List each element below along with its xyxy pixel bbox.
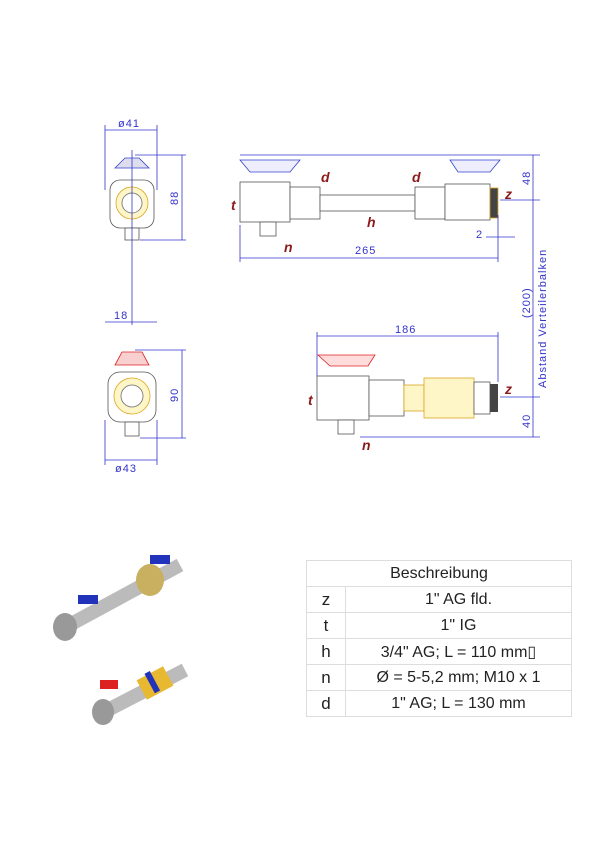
side-view-bottom: 90 ø43 xyxy=(104,349,186,475)
table-header: Beschreibung xyxy=(306,560,572,587)
dim-spacing-200: (200) xyxy=(521,287,533,318)
dim-length-265: 265 xyxy=(355,245,376,257)
label-d: d xyxy=(321,169,330,185)
row-value: 1" AG; L = 130 mm xyxy=(345,690,572,717)
row-key: h xyxy=(306,638,346,665)
top-assembly-view: 265 48 2 t d d h n z xyxy=(231,154,540,437)
row-value: 1" AG fld. xyxy=(345,586,572,613)
dim-length-186: 186 xyxy=(395,324,416,336)
label-z: z xyxy=(504,186,512,202)
dim-height-88: 88 xyxy=(169,191,181,205)
label-t: t xyxy=(231,197,237,213)
dim-offset-18: 18 xyxy=(114,310,128,322)
label-t: t xyxy=(308,392,314,408)
spacing-label: Abstand Verteilerbalken xyxy=(537,249,549,388)
row-key: n xyxy=(306,664,346,691)
dim-diameter-41: ø41 xyxy=(118,118,140,130)
row-key: d xyxy=(306,690,346,717)
bottom-assembly-view: 186 40 t n z xyxy=(308,324,540,453)
product-render-red xyxy=(92,663,189,725)
label-n: n xyxy=(362,437,371,453)
dim-gap-2: 2 xyxy=(476,229,483,241)
label-h: h xyxy=(367,214,376,230)
row-value: 3/4" AG; L = 110 mm▯ xyxy=(345,638,572,665)
dim-height-40: 40 xyxy=(521,414,533,428)
dim-diameter-43: ø43 xyxy=(115,463,137,475)
label-d: d xyxy=(412,169,421,185)
row-value: 1" IG xyxy=(345,612,572,639)
label-z: z xyxy=(504,381,512,397)
row-key: z xyxy=(306,586,346,613)
dim-height-48: 48 xyxy=(521,171,533,185)
row-value: Ø = 5-5,2 mm; M10 x 1 xyxy=(345,664,572,691)
product-render-blue xyxy=(53,555,184,641)
row-key: t xyxy=(306,612,346,639)
side-view-top: ø41 88 18 xyxy=(104,118,186,325)
dim-height-90: 90 xyxy=(169,388,181,402)
label-n: n xyxy=(284,239,293,255)
